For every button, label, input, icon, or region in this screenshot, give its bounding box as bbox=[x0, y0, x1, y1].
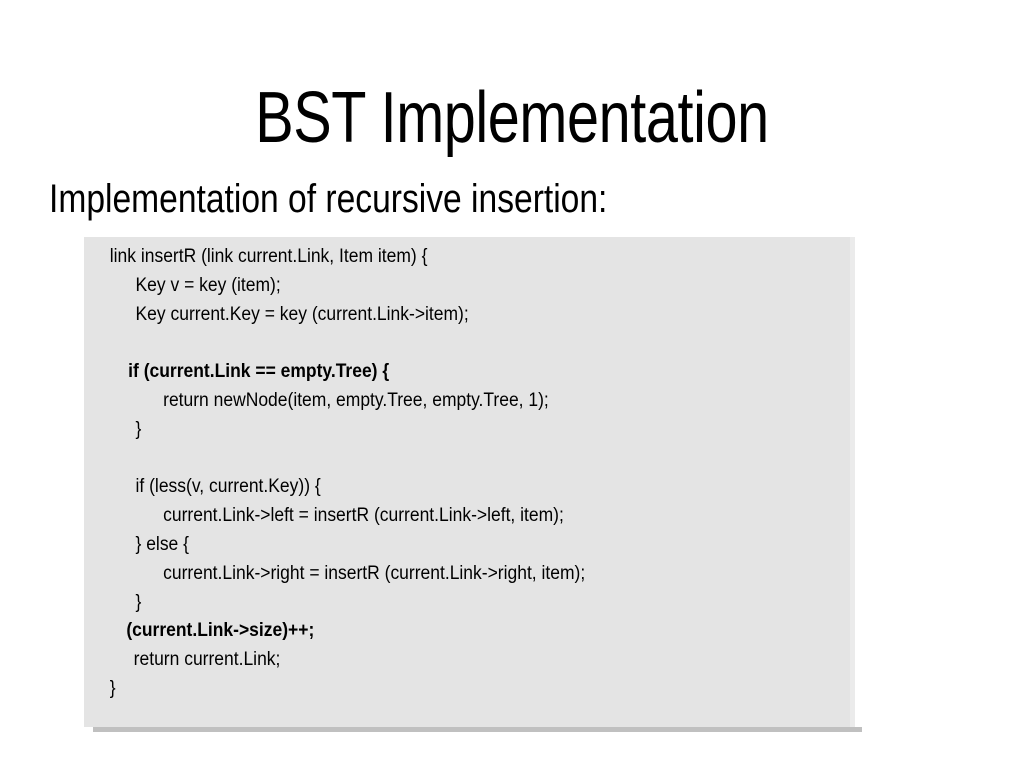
code-line: current.Link->right = insertR (current.L… bbox=[163, 562, 586, 584]
code-line: return current.Link; bbox=[133, 649, 281, 671]
code-line: Key current.Key = key (current.Link->ite… bbox=[135, 303, 469, 325]
code-panel-right-edge bbox=[850, 237, 855, 727]
code-line: if (current.Link == empty.Tree) { bbox=[128, 361, 390, 383]
code-line: } bbox=[109, 677, 116, 699]
code-line: link insertR (link current.Link, Item it… bbox=[109, 246, 428, 267]
code-line: (current.Link->size)++; bbox=[126, 620, 315, 642]
code-line: current.Link->left = insertR (current.Li… bbox=[163, 505, 564, 527]
page-title: BST Implementation bbox=[255, 78, 769, 158]
slide-subtitle: Implementation of recursive insertion: bbox=[49, 177, 608, 221]
code-panel-shadow bbox=[93, 727, 862, 732]
code-line: } bbox=[135, 591, 142, 613]
code-line: } else { bbox=[135, 533, 189, 555]
code-line: return newNode(item, empty.Tree, empty.T… bbox=[163, 389, 549, 411]
code-line: } bbox=[135, 418, 142, 440]
code-line: if (less(v, current.Key)) { bbox=[135, 476, 321, 498]
code-line-blank bbox=[84, 445, 793, 474]
code-line-list: link insertR (link current.Link, Item it… bbox=[84, 243, 855, 704]
code-line: Key v = key (item); bbox=[135, 274, 281, 296]
code-line-blank bbox=[84, 329, 793, 358]
code-panel: link insertR (link current.Link, Item it… bbox=[84, 237, 855, 727]
